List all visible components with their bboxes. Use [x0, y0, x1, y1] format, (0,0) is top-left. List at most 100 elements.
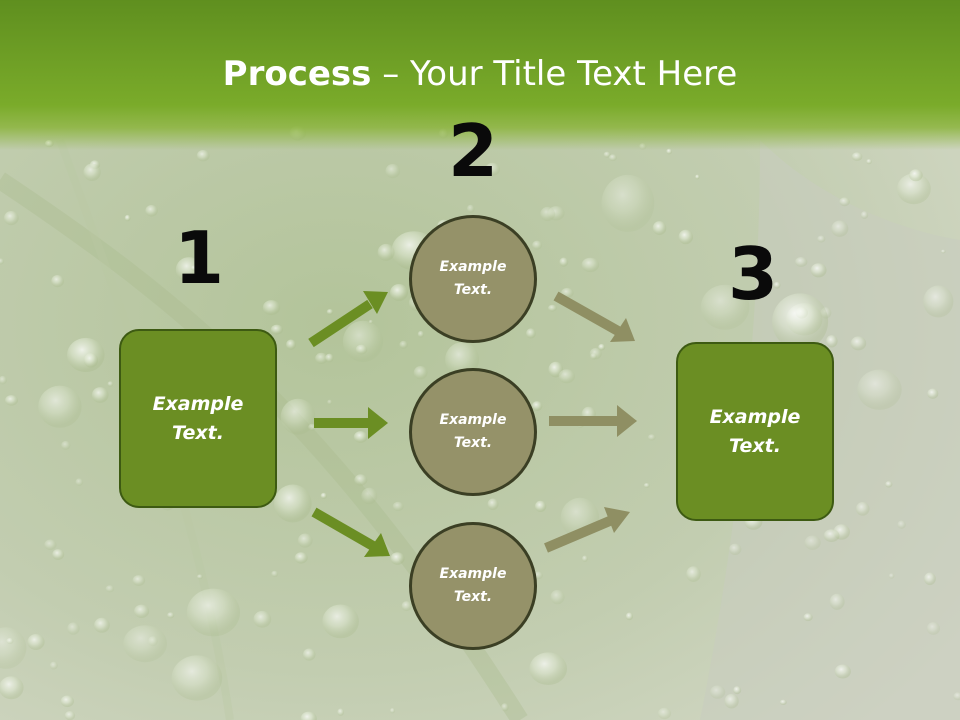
water-drop	[297, 533, 313, 548]
water-drop	[850, 336, 867, 351]
water-drop	[700, 284, 750, 330]
water-drop	[834, 664, 851, 679]
water-drop	[897, 173, 931, 205]
water-drop	[390, 708, 395, 714]
water-drop	[83, 163, 101, 182]
circle-middle: Example Text.	[409, 368, 537, 496]
water-drop	[280, 398, 316, 435]
water-drop	[355, 344, 368, 355]
water-drop	[526, 328, 536, 339]
water-drop	[368, 319, 374, 324]
water-drop	[67, 622, 80, 635]
title-text: Your Title Text Here	[410, 54, 738, 94]
water-drop	[325, 353, 334, 363]
water-drop	[643, 483, 650, 488]
circle-bottom: Example Text.	[409, 522, 537, 650]
water-drop	[826, 335, 838, 348]
water-drop	[124, 214, 131, 222]
water-drop	[803, 613, 813, 622]
water-drop	[132, 575, 146, 586]
water-drop	[51, 275, 64, 288]
water-drop	[315, 352, 328, 364]
circle-middle-label: Example Text.	[439, 412, 507, 451]
water-drop	[724, 693, 739, 709]
water-drop	[0, 375, 7, 385]
water-drop	[392, 501, 404, 512]
water-drop	[354, 474, 368, 486]
water-drop	[795, 257, 808, 267]
water-drop	[401, 601, 412, 612]
water-drop	[320, 492, 327, 499]
step-number-3: 3	[727, 232, 779, 316]
water-drop	[190, 265, 197, 271]
title-separator: –	[382, 54, 400, 94]
water-drop	[581, 257, 600, 273]
water-drop	[710, 685, 726, 699]
water-drop	[855, 502, 870, 516]
water-drop	[608, 154, 617, 162]
circle-top: Example Text.	[409, 215, 537, 343]
water-drop	[733, 686, 742, 695]
water-drop	[804, 535, 821, 550]
water-drop	[342, 320, 384, 363]
arrow-circle-middle-to-3	[549, 405, 637, 437]
water-drop	[286, 339, 296, 350]
water-drop	[253, 610, 272, 628]
water-drop	[823, 529, 840, 542]
water-drop	[270, 324, 283, 335]
droplets	[0, 125, 960, 720]
water-drop	[772, 293, 829, 350]
water-drop	[167, 612, 175, 619]
step-1-label: Example Text.	[152, 392, 244, 444]
water-drop	[550, 589, 565, 605]
water-drop	[810, 263, 827, 278]
water-drop	[678, 229, 693, 245]
water-drop	[196, 150, 210, 162]
water-drop	[83, 353, 98, 368]
water-drop	[817, 235, 826, 243]
arrow-circle-bottom-to-3	[544, 507, 630, 553]
water-drop	[385, 164, 401, 179]
water-drop	[123, 625, 167, 663]
water-drop	[0, 676, 24, 700]
water-drop	[49, 661, 58, 670]
water-drop	[197, 574, 203, 580]
water-drop	[300, 711, 317, 720]
water-drop	[94, 617, 110, 633]
arrow-1-to-circle-top	[308, 291, 388, 348]
water-drop	[105, 585, 115, 593]
arrow-1-to-circle-middle	[314, 407, 388, 439]
water-drop	[953, 692, 960, 701]
water-drop	[326, 309, 334, 315]
water-drop	[839, 197, 850, 207]
water-drop	[64, 711, 76, 720]
water-drop	[501, 703, 509, 712]
water-drop	[941, 249, 946, 254]
water-drop	[399, 340, 408, 349]
water-drop	[61, 440, 71, 450]
water-drop	[888, 573, 895, 579]
water-drop	[652, 221, 667, 236]
water-drop	[466, 204, 475, 213]
water-drop	[923, 285, 954, 318]
water-drop	[485, 162, 501, 176]
water-drop	[27, 634, 45, 650]
water-drop	[175, 257, 203, 283]
water-drop	[327, 399, 333, 405]
step-3-label: Example Text.	[709, 405, 801, 457]
water-drop	[831, 220, 849, 237]
circle-top-label: Example Text.	[439, 259, 507, 298]
water-drop	[134, 604, 150, 618]
water-drop	[686, 566, 701, 582]
water-drop	[927, 388, 939, 399]
step-number-1: 1	[173, 216, 225, 300]
water-drop	[337, 708, 345, 716]
water-drop	[390, 552, 405, 565]
arrow-circle-top-to-3	[553, 291, 635, 342]
water-drop	[598, 343, 606, 351]
water-drop	[60, 695, 74, 708]
water-drop	[38, 385, 82, 428]
water-drop	[75, 478, 84, 487]
water-drop	[0, 258, 5, 265]
